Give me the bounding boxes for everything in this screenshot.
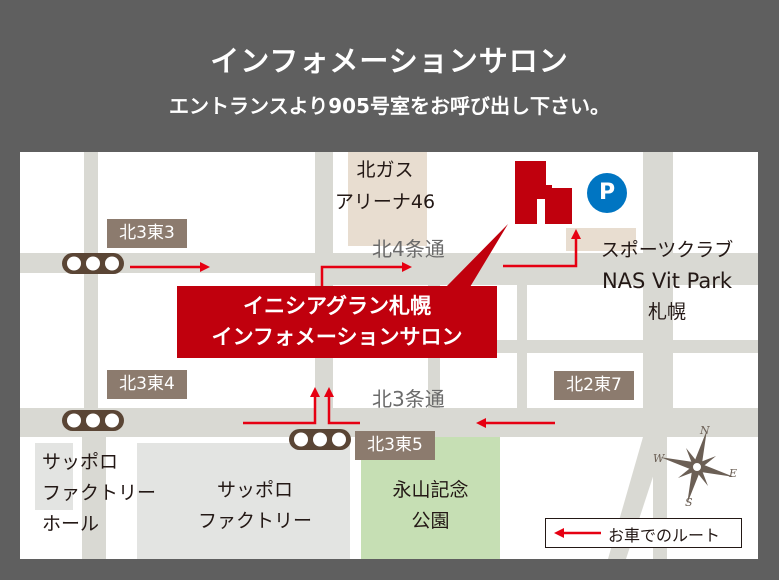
street-label-kita3jo: 北3条通 — [372, 387, 445, 411]
traffic-lights — [62, 253, 351, 450]
kitagas-label: アリーナ46 — [334, 191, 436, 213]
initia-grand-callout: イニシアグラン札幌 インフォメーションサロン — [177, 286, 497, 358]
sports-club-label: スポーツクラブ — [600, 239, 734, 261]
traffic-light-icon — [62, 410, 124, 431]
sapporo-factory-building — [137, 443, 350, 559]
compass-n: N — [700, 424, 710, 437]
park-label: 永山記念 — [392, 479, 469, 501]
road — [84, 152, 98, 437]
intersection-tag: 北2東7 — [554, 371, 634, 400]
route-arrow-icon — [554, 528, 601, 538]
kitagas-arena-building — [348, 152, 427, 246]
traffic-light-icon — [62, 253, 124, 274]
route-arrowheads — [200, 229, 581, 428]
initia-grand-building — [515, 161, 572, 224]
page-subtitle: エントランスより905号室をお呼び出し下さい。 — [169, 94, 610, 118]
factory-hall-label: サッポロ — [42, 451, 119, 473]
road — [82, 437, 106, 559]
parking-label: P — [598, 180, 616, 205]
road — [643, 152, 673, 437]
park-label: 公園 — [411, 510, 450, 532]
legend: お車でのルート — [545, 518, 742, 548]
intersection-tag: 北3東3 — [107, 219, 187, 248]
callout-line: イニシアグラン札幌 — [243, 294, 431, 318]
callout-line: インフォメーションサロン — [211, 325, 463, 349]
sports-club-label: NAS Vit Park — [601, 269, 733, 293]
road — [517, 273, 527, 408]
compass-w: W — [653, 452, 665, 465]
callout-pointer — [446, 224, 508, 287]
factory-hall-label: ホール — [42, 513, 100, 535]
car-route — [130, 238, 578, 425]
compass-e: E — [729, 467, 738, 480]
traffic-light-icon — [289, 429, 351, 450]
sports-club-building — [566, 228, 636, 251]
kitagas-label: 北ガス — [356, 159, 414, 181]
compass-rose-icon — [660, 430, 734, 504]
street-label-kita4jo: 北4条通 — [372, 237, 445, 261]
parking-icon — [587, 173, 627, 213]
legend-label: お車でのルート — [608, 526, 721, 545]
sapporo-factory-label: ファクトリー — [197, 510, 312, 532]
sapporo-factory-hall-building — [35, 443, 73, 510]
sapporo-factory-label: サッポロ — [216, 479, 293, 501]
factory-hall-label: ファクトリー — [42, 482, 157, 504]
page-title: インフォメーションサロン — [210, 44, 569, 78]
intersection-tag: 北3東5 — [355, 431, 435, 460]
intersection-tag: 北3東4 — [107, 370, 187, 399]
compass-s: S — [685, 496, 693, 509]
sports-club-label: 札幌 — [647, 301, 686, 323]
